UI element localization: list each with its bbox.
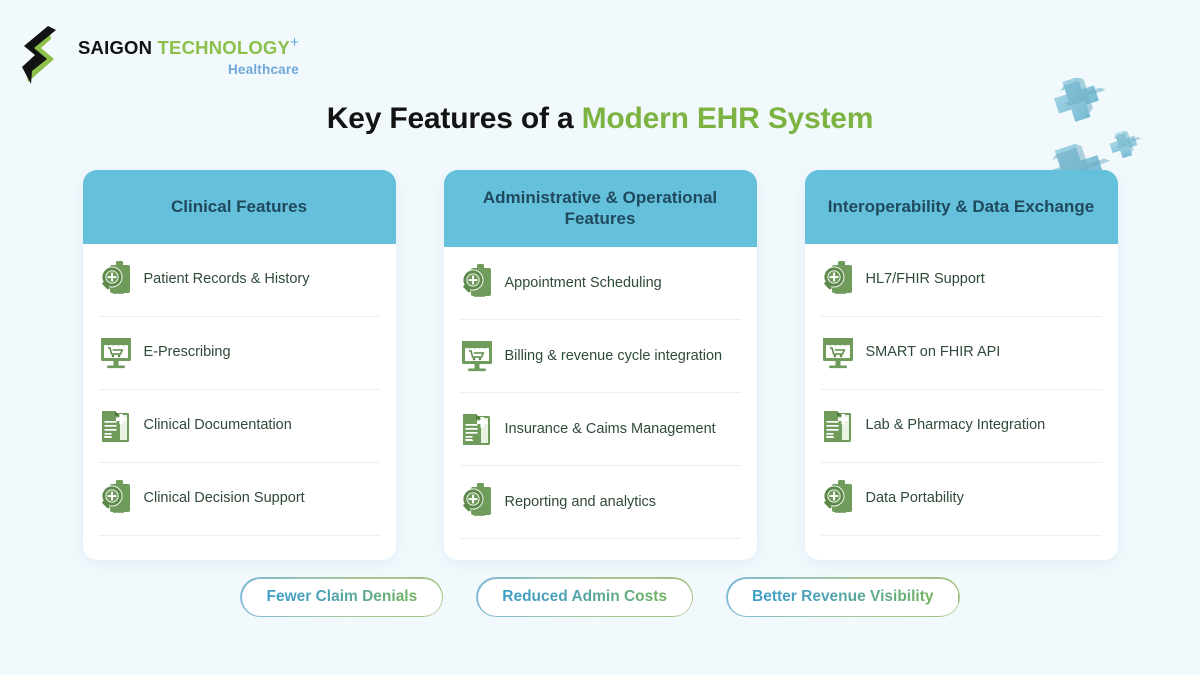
card-heading: Clinical Features (82, 170, 396, 244)
benefit-pill-label: Fewer Claim Denials (266, 588, 418, 605)
medical-document-cross-icon (821, 407, 855, 445)
list-item[interactable]: HL7/FHIR Support (820, 244, 1102, 317)
list-item[interactable]: Data Portability (820, 463, 1102, 536)
saigon-technology-chevron-logo-icon (18, 26, 66, 84)
list-item[interactable]: Lab & Pharmacy Integration (820, 390, 1102, 463)
clipboard-magnifier-plus-icon (99, 480, 133, 518)
card-heading: Administrative & Operational Features (443, 170, 757, 248)
benefit-pill-label: Reduced Admin Costs (502, 588, 668, 605)
feature-card-interoperability: Interoperability & Data Exchange HL7/FHI… (804, 170, 1118, 560)
list-item[interactable]: SMART on FHIR API (820, 317, 1102, 390)
benefit-pill-better-revenue-visibility[interactable]: Better Revenue Visibility (726, 577, 960, 617)
feature-card-clinical: Clinical Features Patient Records & Hist… (82, 170, 396, 560)
card-feature-list: Patient Records & History E-Prescribing … (83, 244, 396, 560)
card-heading: Interoperability & Data Exchange (804, 170, 1118, 244)
page-title-plain: Key Features of a (326, 102, 582, 135)
page-title: Key Features of a Modern EHR System (0, 102, 1200, 136)
list-item-label: E-Prescribing (143, 344, 231, 361)
card-feature-list: Appointment Scheduling Billing & revenue… (444, 247, 757, 560)
list-item-label: Lab & Pharmacy Integration (865, 417, 1046, 434)
brand-name-primary: SAIGON (78, 37, 153, 59)
list-item-label: Clinical Documentation (143, 417, 292, 434)
brand-logo: SAIGON TECHNOLOGY+ Healthcare (18, 26, 299, 84)
clipboard-magnifier-plus-icon (460, 264, 494, 302)
feature-columns: Clinical Features Patient Records & Hist… (0, 170, 1200, 560)
benefit-pills: Fewer Claim Denials Reduced Admin Costs … (0, 577, 1200, 617)
list-item[interactable]: Insurance & Caims Management (459, 393, 741, 467)
list-item-label: Appointment Scheduling (504, 274, 662, 291)
list-item[interactable]: Billing & revenue cycle integration (459, 320, 741, 394)
list-item-label: Reporting and analytics (504, 493, 657, 510)
list-item-label: Billing & revenue cycle integration (504, 347, 723, 364)
list-item[interactable]: Clinical Decision Support (98, 463, 380, 536)
list-item-label: HL7/FHIR Support (865, 271, 985, 288)
monitor-storefront-cart-icon (460, 337, 494, 375)
feature-card-administrative: Administrative & Operational Features Ap… (443, 170, 757, 560)
list-item-label: Patient Records & History (143, 271, 310, 288)
benefit-pill-fewer-claim-denials[interactable]: Fewer Claim Denials (240, 577, 444, 617)
page-title-accent: Modern EHR System (581, 102, 874, 135)
list-item-label: Data Portability (865, 490, 964, 507)
list-item-label: Clinical Decision Support (143, 490, 305, 507)
list-item-label: SMART on FHIR API (865, 344, 1001, 361)
list-item[interactable]: Appointment Scheduling (459, 247, 741, 321)
brand-name-secondary: TECHNOLOGY (157, 37, 291, 59)
list-item[interactable]: Clinical Documentation (98, 390, 380, 463)
monitor-storefront-cart-icon (99, 334, 133, 372)
brand-plus-icon: + (290, 34, 300, 52)
benefit-pill-label: Better Revenue Visibility (752, 588, 934, 605)
clipboard-magnifier-plus-icon (99, 261, 133, 299)
list-item-label: Insurance & Caims Management (504, 420, 716, 437)
benefit-pill-reduced-admin-costs[interactable]: Reduced Admin Costs (476, 577, 694, 617)
list-item[interactable]: Patient Records & History (98, 244, 380, 317)
card-feature-list: HL7/FHIR Support SMART on FHIR API Lab &… (805, 244, 1118, 560)
list-item[interactable]: Reporting and analytics (459, 466, 741, 540)
list-item[interactable]: E-Prescribing (98, 317, 380, 390)
medical-document-cross-icon (99, 407, 133, 445)
clipboard-magnifier-plus-icon (821, 261, 855, 299)
clipboard-magnifier-plus-icon (821, 480, 855, 518)
monitor-storefront-cart-icon (821, 334, 855, 372)
brand-tagline: Healthcare (227, 62, 300, 78)
clipboard-magnifier-plus-icon (460, 483, 494, 521)
medical-document-cross-icon (460, 410, 494, 448)
